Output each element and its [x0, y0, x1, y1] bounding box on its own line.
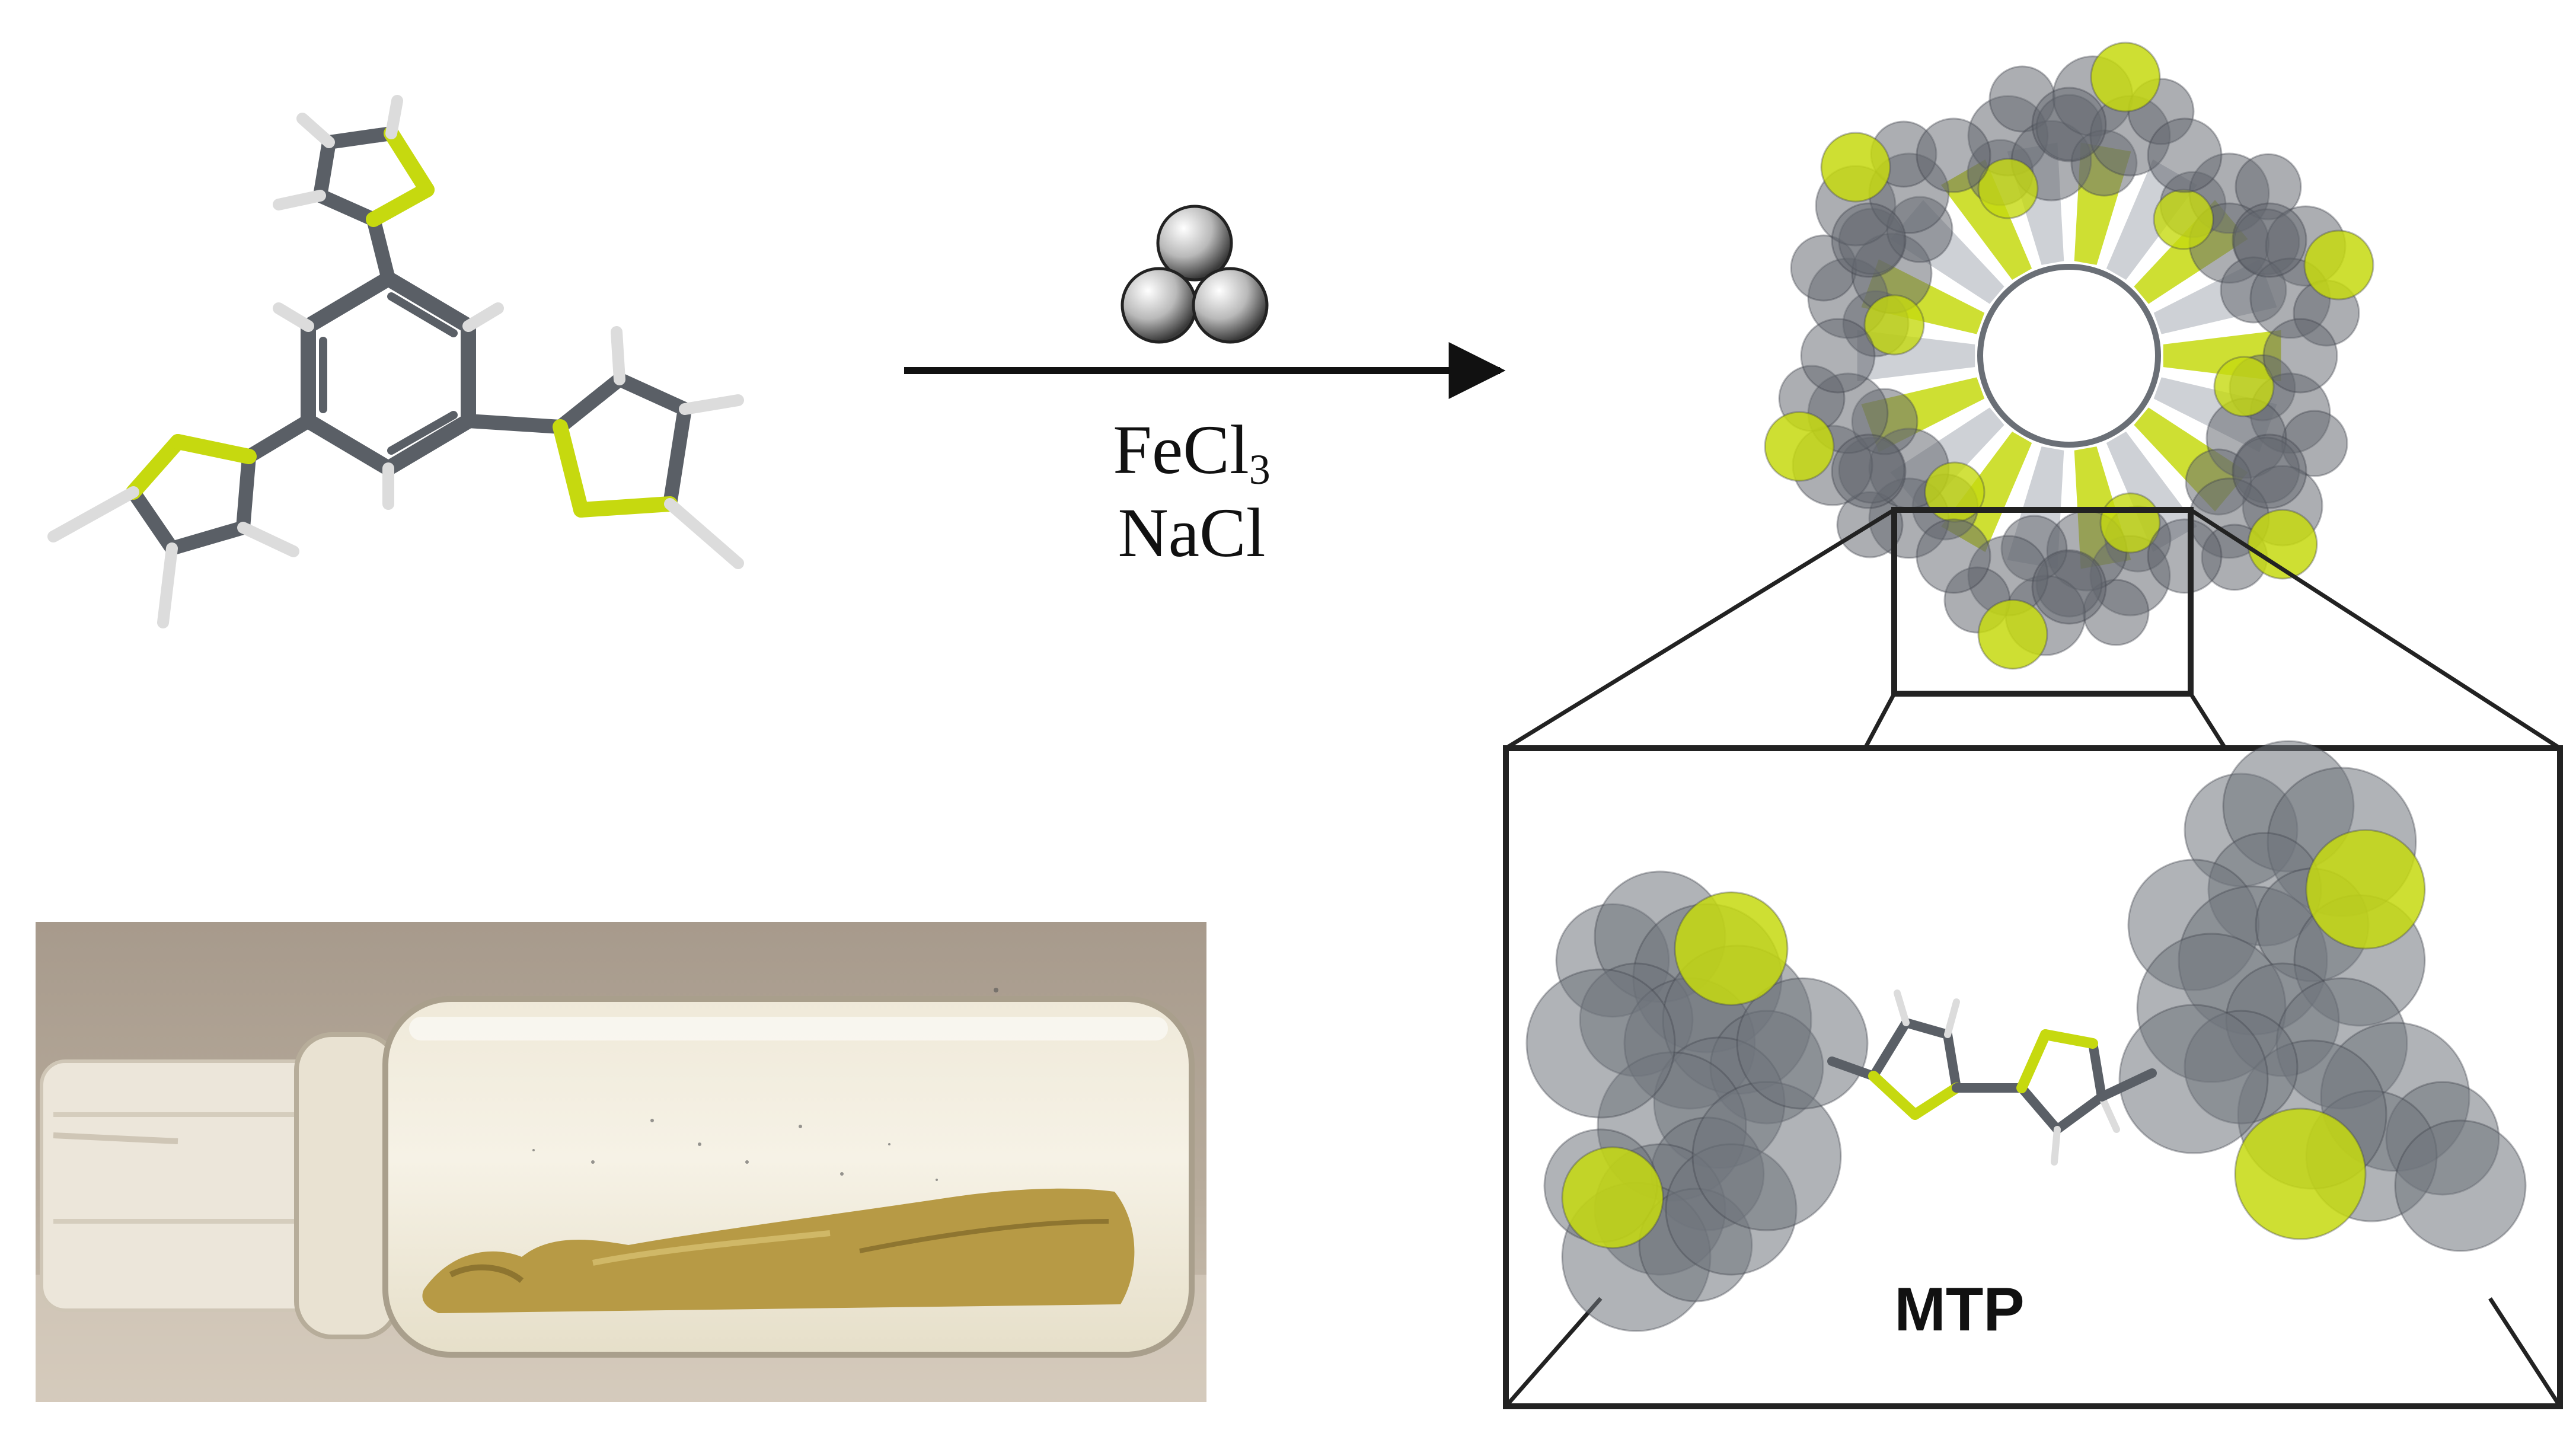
sulfur-atom-sphere — [2213, 356, 2275, 417]
hydrogen-bond — [462, 302, 504, 332]
sulfur-atom-sphere — [2090, 42, 2161, 113]
sulfur-atom-sphere — [1561, 1146, 1664, 1249]
polymer-segment-left — [1525, 870, 1869, 1332]
catalyst-label-fecl3: FeCl3 — [1014, 415, 1370, 491]
hydrogen-bond — [273, 302, 314, 332]
sulfur-atom-sphere — [1820, 132, 1891, 203]
sulfur-atom — [170, 434, 257, 464]
carbon-atom-sphere — [1831, 433, 1907, 509]
zoom-panel — [1503, 740, 2563, 1409]
sulfur-atom — [384, 126, 435, 197]
polymer-pore-structure — [1764, 42, 2374, 670]
catalyst-fecl-text: FeCl — [1113, 411, 1249, 489]
zoom-line-left — [1505, 508, 1895, 750]
mtp-powder — [422, 1188, 1135, 1313]
polymer-segment-right — [2118, 740, 2527, 1252]
carbon-atom-sphere — [2031, 549, 2107, 625]
sulfur-atom-sphere — [2303, 229, 2374, 301]
carbon-atom-sphere — [2262, 318, 2338, 394]
carbon-atom-sphere — [1800, 318, 1876, 394]
zoom-region-box — [1891, 507, 2194, 697]
carbon-atom-sphere — [1916, 117, 1991, 193]
carbon-atom-sphere — [2147, 117, 2223, 193]
sulfur-atom-sphere — [2153, 189, 2214, 250]
sulfur-atom-sphere — [1977, 599, 2048, 670]
vial-photo — [36, 922, 1206, 1402]
catalyst-label-nacl: NaCl — [1118, 494, 1266, 572]
sulfur-atom — [573, 496, 678, 518]
carbon-atom-sphere — [2232, 433, 2307, 509]
monomer-structure — [47, 95, 744, 628]
ball-mill-icon — [1121, 205, 1269, 344]
carbon-atom-sphere — [1736, 977, 1869, 1110]
sulfur-atom — [126, 434, 186, 500]
carbon-atom-sphere — [1916, 518, 1991, 594]
sulfur-atom-sphere — [1863, 294, 1925, 356]
benzene-double-bond — [387, 411, 458, 455]
carbon-atom-sphere — [2394, 1119, 2527, 1252]
carbon-atom-sphere — [1831, 202, 1907, 278]
sulfur-atom — [366, 182, 435, 227]
product-label: MTP — [1894, 1275, 2025, 1344]
carbon-atom-sphere — [2031, 87, 2107, 162]
vial-neck — [294, 1032, 400, 1339]
sulfur-atom-sphere — [1674, 891, 1789, 1006]
benzene-double-bond — [387, 292, 458, 337]
catalyst-subscript: 3 — [1249, 446, 1271, 493]
sulfur-atom-sphere — [1977, 158, 2039, 219]
carbon-atom-sphere — [2147, 518, 2223, 594]
sulfur-atom-sphere — [2234, 1107, 2367, 1240]
sulfur-atom-sphere — [2305, 829, 2426, 950]
pore-center — [1977, 264, 2161, 448]
sulfur-atom-sphere — [1764, 411, 1835, 482]
bithiophene-linker — [1827, 989, 2157, 1166]
vial-cap — [40, 1059, 322, 1312]
carbon-atom-sphere — [1525, 968, 1676, 1119]
benzene-ring — [301, 271, 476, 476]
sulfur-atom-sphere — [2247, 509, 2318, 580]
carbon-atom-sphere — [2118, 1004, 2269, 1154]
carbon-atom-sphere — [2232, 202, 2307, 278]
sulfur-atom — [553, 419, 589, 518]
zoom-line-right — [2189, 508, 2561, 750]
